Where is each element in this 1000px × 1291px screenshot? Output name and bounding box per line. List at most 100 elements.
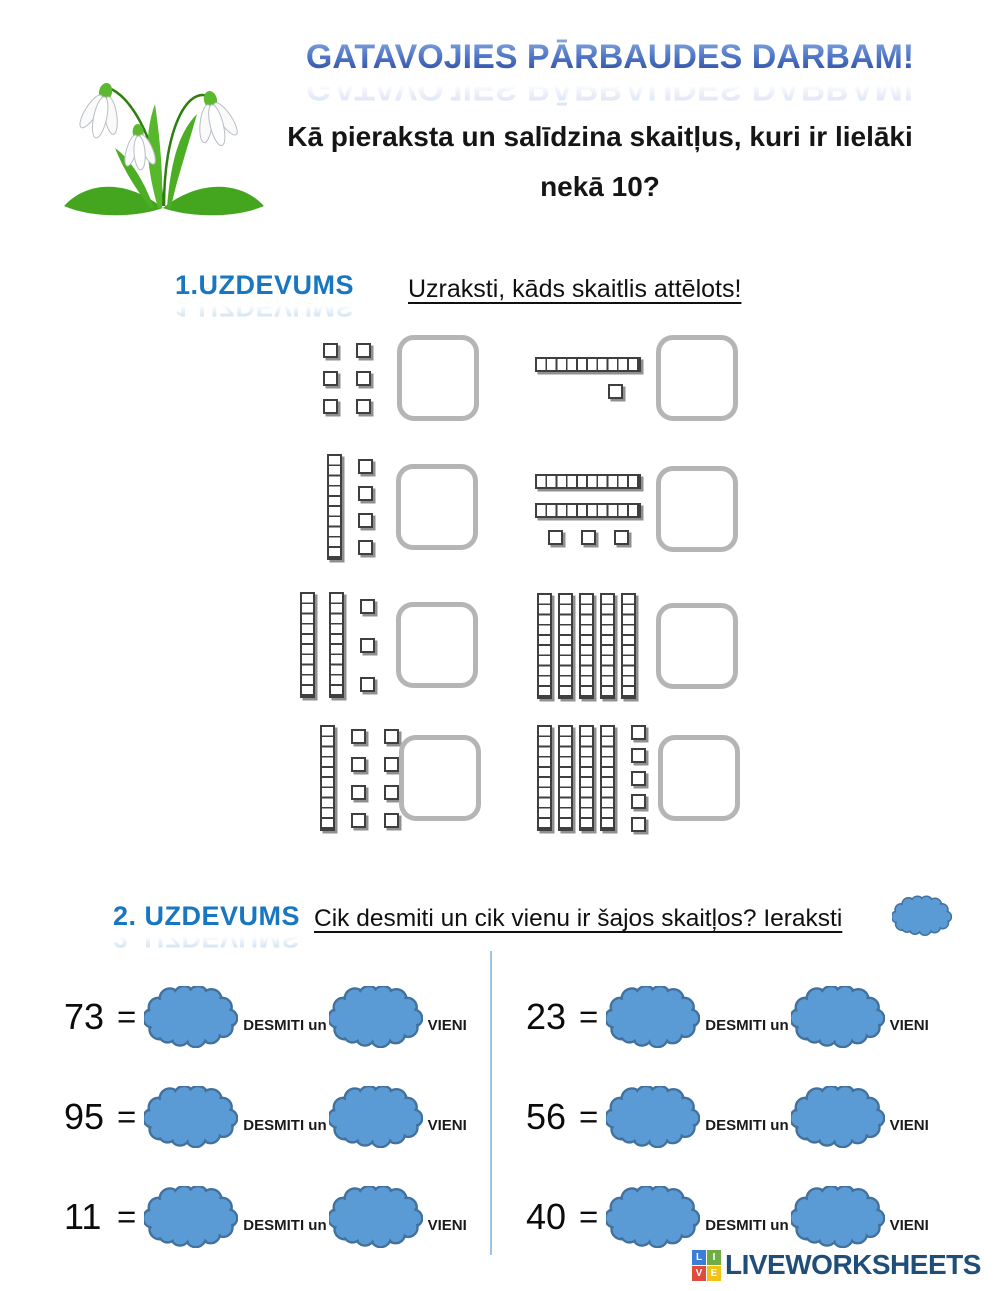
logo-tile-l: L: [692, 1249, 706, 1265]
tens-rod: [327, 454, 342, 560]
equation-number: 11: [64, 1196, 102, 1237]
equals-sign: =: [117, 998, 137, 1035]
answer-cloud[interactable]: [790, 1086, 885, 1148]
ones-cubes: [351, 728, 399, 828]
task1-answer-box-1[interactable]: [397, 335, 479, 421]
tens-rod: [320, 725, 335, 831]
ones-label: VIENI: [427, 1116, 467, 1134]
task2-instruction: Cik desmiti un cik vienu ir šajos skaitļ…: [314, 905, 843, 932]
tens-rods: [537, 593, 636, 699]
task1-answer-box-5[interactable]: [396, 602, 478, 688]
answer-cloud[interactable]: [606, 986, 701, 1048]
ones-label: VIENI: [889, 1216, 929, 1234]
task1-exercise-8: [537, 721, 740, 835]
equals-sign: =: [117, 1198, 137, 1235]
task1-exercise-1: [323, 334, 479, 422]
equation-number: 40: [526, 1196, 567, 1237]
task1-answer-box-8[interactable]: [658, 735, 740, 821]
logo-tile-v: V: [692, 1265, 706, 1281]
task2-label-reflection: 2. UZDEVUMS: [113, 923, 301, 953]
tens-rod: [329, 592, 344, 698]
equation-number: 95: [64, 1096, 105, 1137]
tens-rod: [579, 725, 594, 831]
task2-header: 2. UZDEVUMS 2. UZDEVUMS: [113, 901, 300, 953]
column-divider: [490, 951, 492, 1255]
one-cube: [384, 784, 399, 800]
flower-blossom-right: [199, 91, 238, 147]
tens-rod: [300, 592, 315, 698]
answer-cloud[interactable]: [328, 1186, 423, 1248]
answer-cloud[interactable]: [790, 986, 885, 1048]
base-ten-blocks: [320, 725, 399, 831]
ones-cubes: [631, 724, 646, 832]
base-ten-blocks: [537, 724, 646, 832]
answer-cloud[interactable]: [790, 1186, 885, 1248]
tens-label: DESMITI un: [705, 1216, 789, 1234]
task1-answer-box-7[interactable]: [399, 735, 481, 821]
tens-rod: [558, 725, 573, 831]
one-cube: [356, 398, 371, 414]
tens-rod: [621, 593, 636, 699]
answer-cloud[interactable]: [144, 1086, 239, 1148]
one-cube: [323, 398, 338, 414]
tens-rod: [537, 725, 552, 831]
equals-sign: =: [579, 998, 599, 1035]
one-cube: [360, 637, 375, 653]
tens-label: DESMITI un: [705, 1116, 789, 1134]
tens-rod: [579, 593, 594, 699]
task1-answer-box-6[interactable]: [656, 603, 738, 689]
tens-rods: [327, 454, 342, 560]
answer-cloud[interactable]: [144, 1186, 239, 1248]
task1-exercise-6: [537, 591, 738, 701]
page-title-reflection: GATAVOJIES PĀRBAUDES DARBAM!: [270, 68, 950, 107]
ones-cubes: [358, 459, 373, 555]
answer-cloud[interactable]: [606, 1186, 701, 1248]
tens-rod: [535, 473, 641, 489]
base-ten-blocks: [327, 454, 373, 560]
flower-blossom-middle: [124, 124, 156, 171]
task1-label: 1.UZDEVUMS: [175, 270, 355, 300]
base-ten-blocks: [537, 593, 636, 699]
one-cube: [351, 812, 366, 828]
logo-tile-e: E: [707, 1265, 721, 1281]
answer-cloud[interactable]: [328, 986, 423, 1048]
task1-exercise-3: [327, 452, 478, 562]
one-cube: [360, 676, 375, 692]
one-cube: [323, 370, 338, 386]
one-cube: [358, 486, 373, 501]
page-title: GATAVOJIES PĀRBAUDES DARBAM!: [270, 38, 950, 77]
logo-tile-i: I: [707, 1249, 721, 1265]
liveworksheets-brand-text: LIVEWORKSHEETS: [725, 1249, 981, 1280]
task1-header: 1.UZDEVUMS 1.UZDEVUMS: [175, 270, 354, 322]
equals-sign: =: [117, 1098, 137, 1135]
answer-cloud[interactable]: [606, 1086, 701, 1148]
one-cube: [356, 370, 371, 386]
one-cube: [358, 459, 373, 474]
task1-answer-box-3[interactable]: [396, 464, 478, 550]
task1-answer-box-2[interactable]: [656, 335, 738, 421]
ones-cubes: [608, 384, 623, 399]
tens-rod: [537, 593, 552, 699]
answer-cloud[interactable]: [144, 986, 239, 1048]
instruction-cloud-slot: [892, 894, 952, 940]
task1-answer-box-4[interactable]: [656, 466, 738, 552]
one-cube: [608, 384, 623, 399]
tens-label: DESMITI un: [243, 1116, 327, 1134]
equation-number: 23: [526, 996, 567, 1037]
tens-rod: [600, 593, 615, 699]
one-cube: [360, 598, 375, 614]
one-cube: [631, 793, 646, 809]
ones-label: VIENI: [427, 1016, 467, 1034]
tens-label: DESMITI un: [705, 1016, 789, 1034]
answer-cloud[interactable]: [328, 1086, 423, 1148]
answer-cloud[interactable]: [892, 894, 952, 938]
task1-instruction: Uzraksti, kāds skaitlis attēlots!: [408, 275, 742, 303]
tens-rod: [558, 593, 573, 699]
one-cube: [351, 756, 366, 772]
one-cube: [631, 816, 646, 832]
